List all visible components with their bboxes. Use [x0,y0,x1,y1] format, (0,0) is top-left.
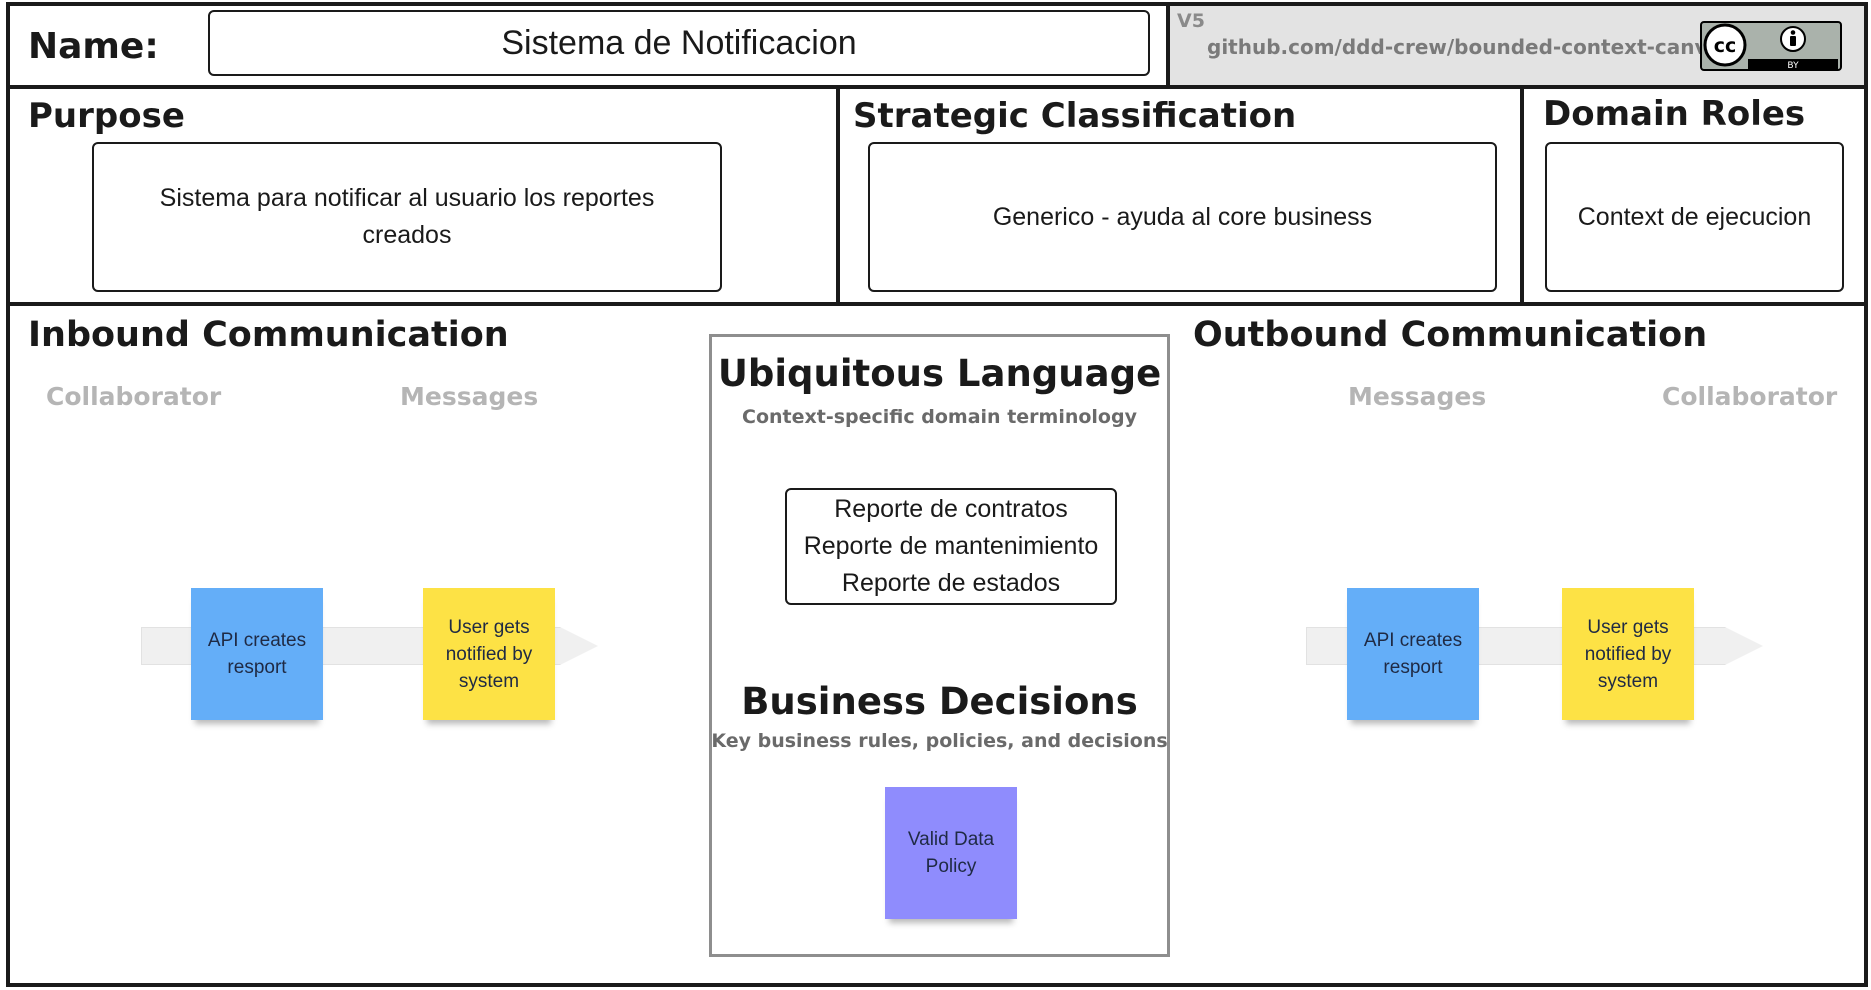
outbound-title: Outbound Communication [1193,315,1708,355]
inbound-flow-arrowhead [560,627,598,665]
inbound-sticky-api-text: API creates resport [207,630,307,678]
outbound-sticky-api[interactable]: API creates resport [1347,588,1479,720]
strategic-roles-divider [1520,87,1524,304]
name-meta-divider [1166,2,1170,88]
outbound-messages-header: Messages [1348,382,1487,411]
business-sticky-policy[interactable]: Valid Data Policy [885,787,1017,919]
purpose-text: Sistema para notificar al usuario los re… [159,184,655,249]
outbound-sticky-user-text: User gets notified by system [1584,616,1672,692]
ubiquitous-title: Ubiquitous Language [717,352,1162,395]
domain-roles-text: Context de ejecucion [1577,202,1812,231]
inbound-collaborator-header: Collaborator [46,382,222,411]
strategic-text: Generico - ayuda al core business [992,202,1373,231]
strategic-title: Strategic Classification [853,96,1297,136]
header-divider [6,85,1868,89]
inbound-sticky-user[interactable]: User gets notified by system [423,588,555,720]
outbound-collaborator-header: Collaborator [1662,382,1838,411]
domain-roles-title: Domain Roles [1543,94,1806,134]
inbound-messages-header: Messages [400,382,539,411]
name-label: Name: [28,26,159,67]
purpose-strategic-divider [836,87,840,304]
license-cc-text: cc [1714,35,1737,57]
outbound-sticky-api-text: API creates resport [1363,630,1463,678]
business-title: Business Decisions [741,680,1138,723]
source-url[interactable]: github.com/ddd-crew/bounded-context-canv… [1207,35,1733,59]
outbound-flow-arrowhead [1725,627,1763,665]
business-sticky-policy-text: Valid Data Policy [907,829,995,877]
top-row-divider [6,302,1868,306]
domain-roles-box[interactable]: Context de ejecucion [1545,142,1844,292]
inbound-sticky-api[interactable]: API creates resport [191,588,323,720]
license-by-text: BY [1787,61,1799,71]
cc-by-license-icon: BY cc [1700,21,1842,71]
ubiquitous-term: Reporte de estados [841,569,1061,597]
ubiquitous-term: Reporte de mantenimiento [803,532,1099,560]
purpose-title: Purpose [28,96,185,136]
strategic-box[interactable]: Generico - ayuda al core business [868,142,1497,292]
business-subtitle: Key business rules, policies, and decisi… [711,730,1168,752]
outbound-sticky-user[interactable]: User gets notified by system [1562,588,1694,720]
ubiquitous-term: Reporte de contratos [834,495,1068,523]
inbound-title: Inbound Communication [28,315,509,355]
version-label: V5 [1177,10,1205,32]
ubiquitous-subtitle: Context-specific domain terminology [742,406,1137,428]
name-value: Sistema de Notificacion [501,23,857,62]
purpose-box[interactable]: Sistema para notificar al usuario los re… [92,142,722,292]
ubiquitous-terms-box[interactable]: Reporte de contratos Reporte de mantenim… [785,488,1117,605]
name-field[interactable]: Sistema de Notificacion [208,10,1150,76]
inbound-sticky-user-text: User gets notified by system [445,616,533,692]
